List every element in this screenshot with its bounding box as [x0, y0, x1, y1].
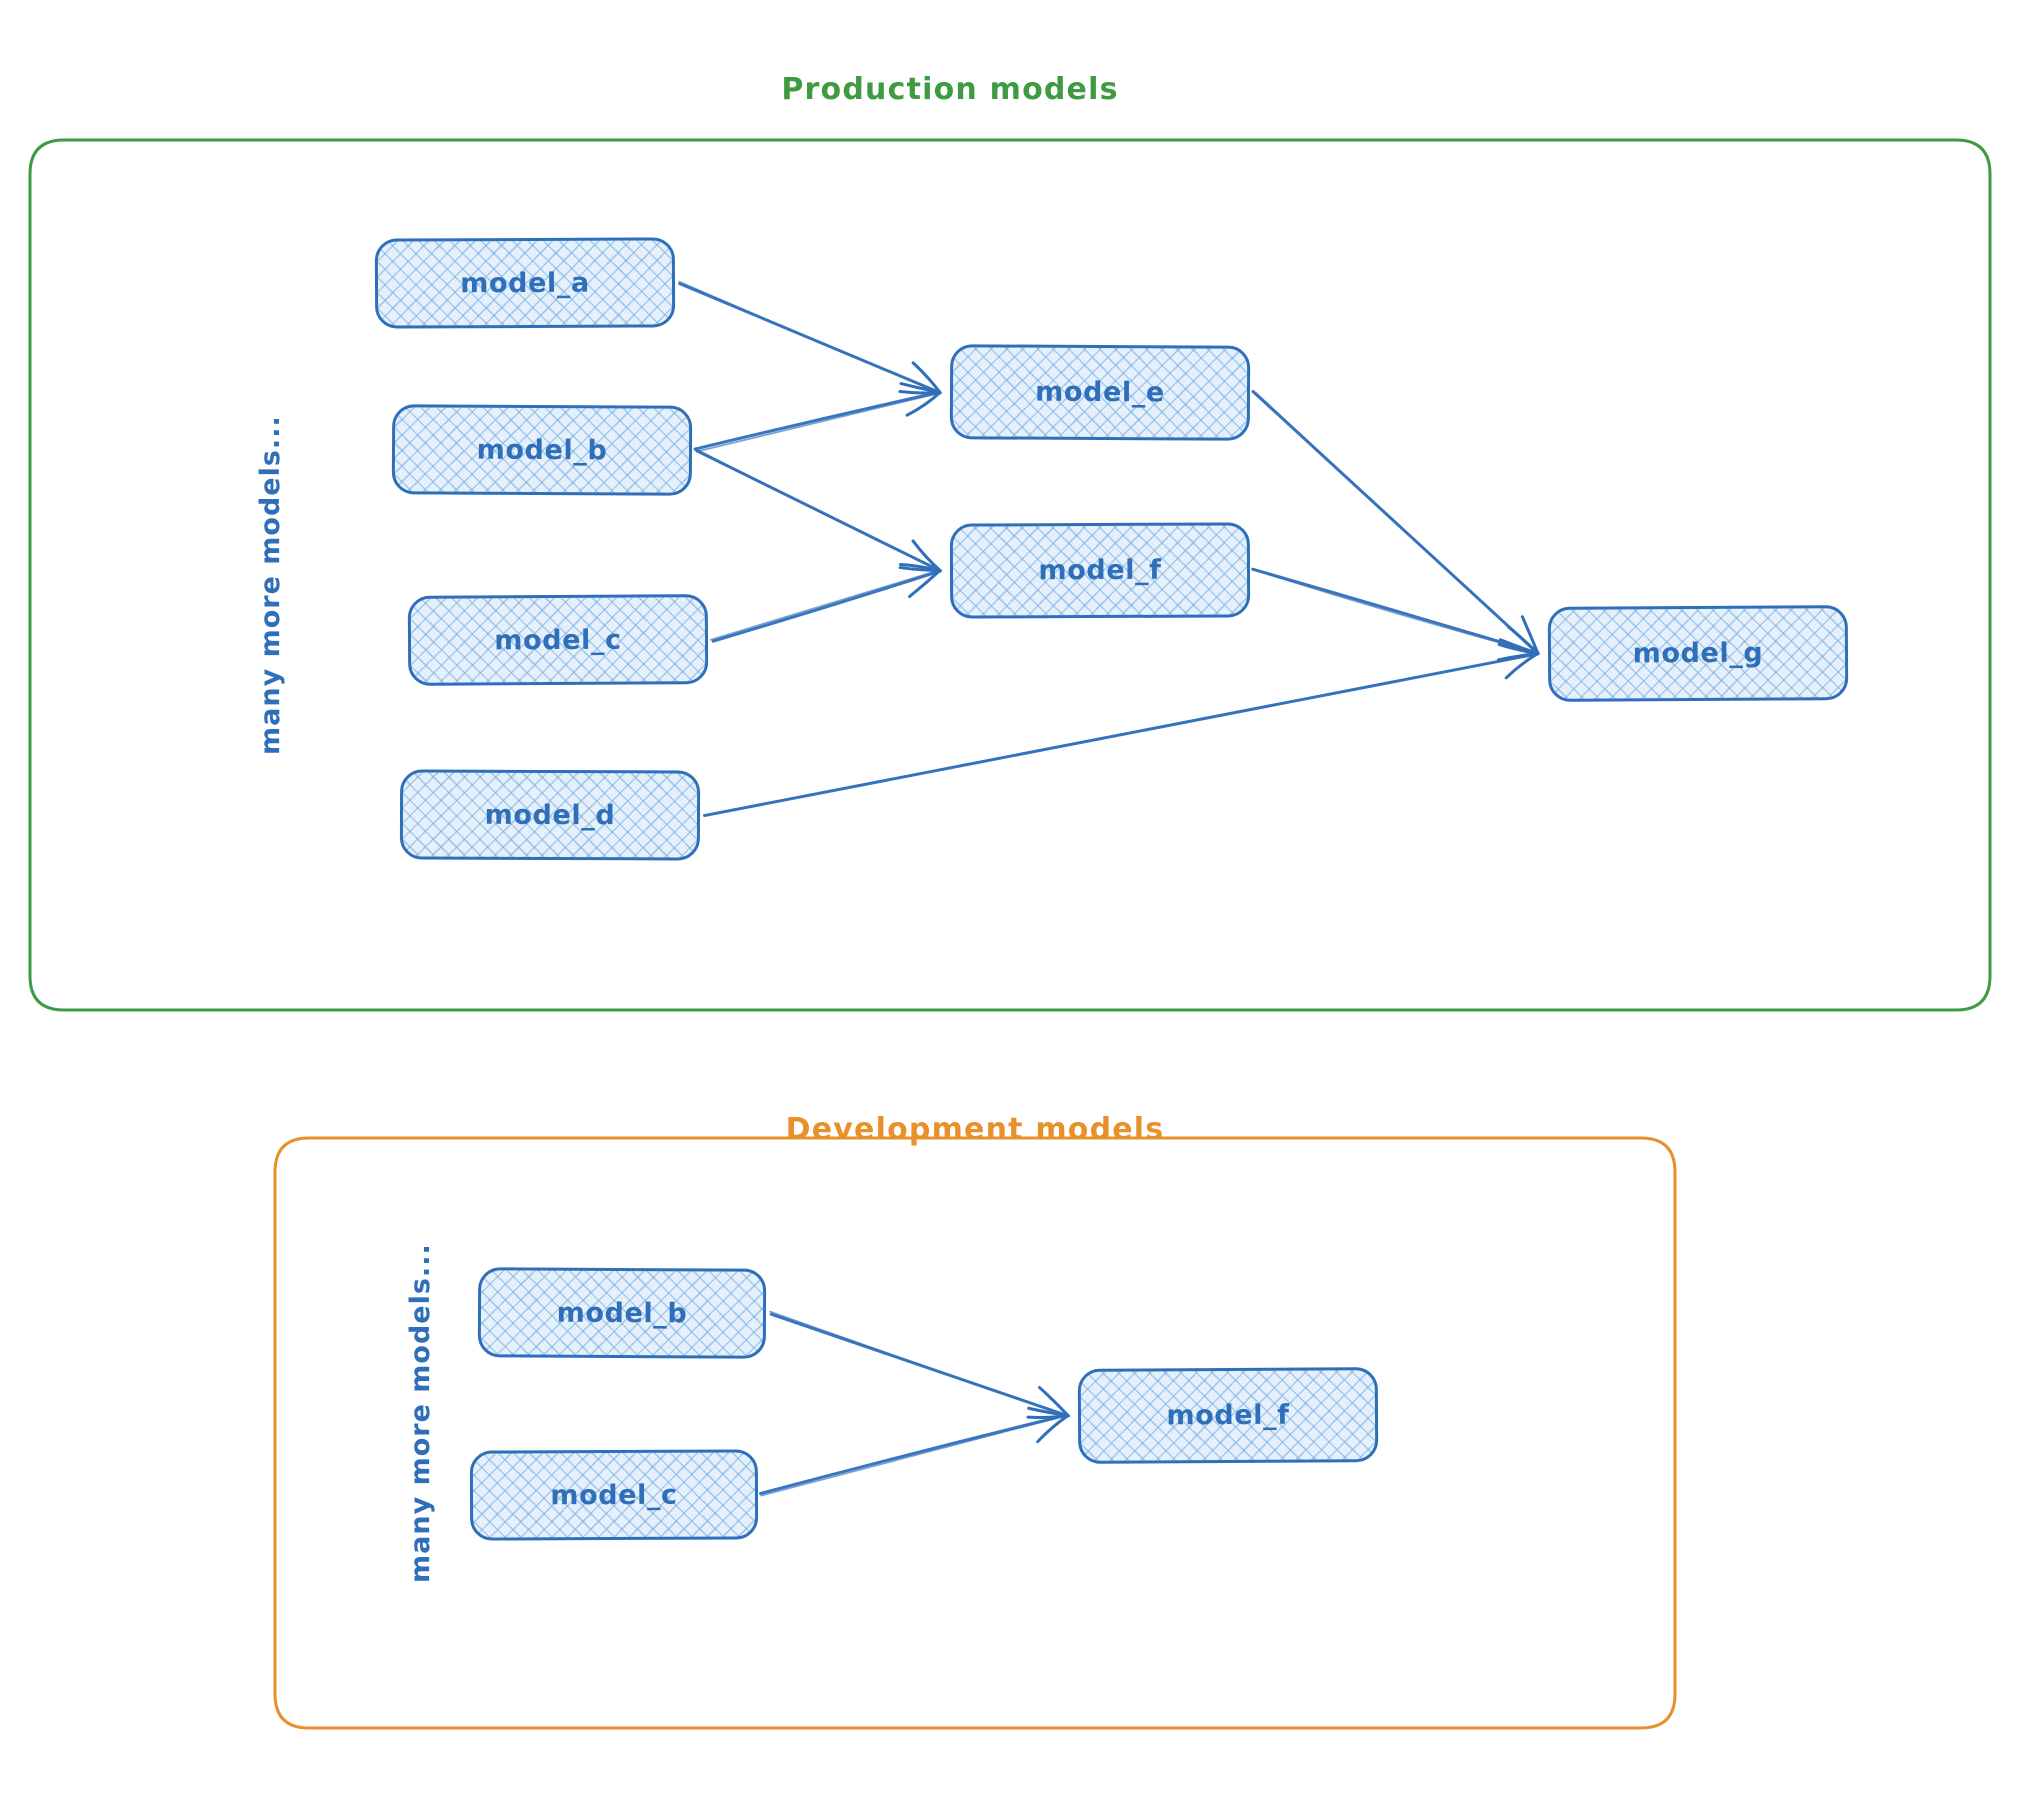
node-label: model_f — [1038, 554, 1162, 587]
node-production-model_d[interactable]: model_d — [399, 769, 701, 861]
node-label: model_b — [476, 434, 608, 466]
node-label: model_d — [484, 799, 616, 831]
node-development-dev_model_c[interactable]: model_c — [469, 1449, 759, 1541]
node-label: model_g — [1632, 637, 1764, 670]
node-production-model_g[interactable]: model_g — [1547, 605, 1849, 702]
group-frame-development — [273, 1136, 1677, 1730]
group-frame-production — [28, 138, 1992, 1012]
edge-layer — [678, 280, 1540, 1497]
node-label: model_c — [494, 624, 622, 656]
edge-model_a-to-model_e — [678, 280, 942, 395]
node-development-dev_model_b[interactable]: model_b — [477, 1267, 767, 1359]
edge-model_c-to-model_f — [709, 562, 942, 643]
edge-model_d-to-model_g — [702, 642, 1540, 818]
node-production-model_a[interactable]: model_a — [374, 237, 676, 329]
node-production-model_c[interactable]: model_c — [407, 594, 709, 686]
side-label-production: many more models... — [255, 415, 286, 755]
node-development-dev_model_f[interactable]: model_f — [1077, 1367, 1379, 1464]
node-production-model_b[interactable]: model_b — [391, 404, 693, 496]
node-label: model_f — [1166, 1399, 1290, 1432]
node-label: model_e — [1035, 376, 1165, 409]
edge-model_b-to-model_f — [694, 447, 942, 573]
node-label: model_a — [460, 267, 590, 299]
node-label: model_c — [550, 1479, 678, 1511]
group-title-production: Production models — [781, 72, 1119, 107]
group-title-development: Development models — [785, 1112, 1165, 1147]
side-label-development: many more models... — [405, 1243, 436, 1583]
node-production-model_e[interactable]: model_e — [949, 344, 1251, 441]
edge-model_b-to-model_e — [693, 382, 942, 453]
edge-model_e-to-model_g — [1251, 389, 1540, 655]
node-label: model_b — [556, 1297, 688, 1329]
node-production-model_f[interactable]: model_f — [949, 522, 1251, 619]
group-frames — [28, 138, 1992, 1730]
edge-dev_model_b-to-dev_model_f — [769, 1310, 1070, 1419]
edge-dev_model_c-to-dev_model_f — [758, 1406, 1070, 1497]
